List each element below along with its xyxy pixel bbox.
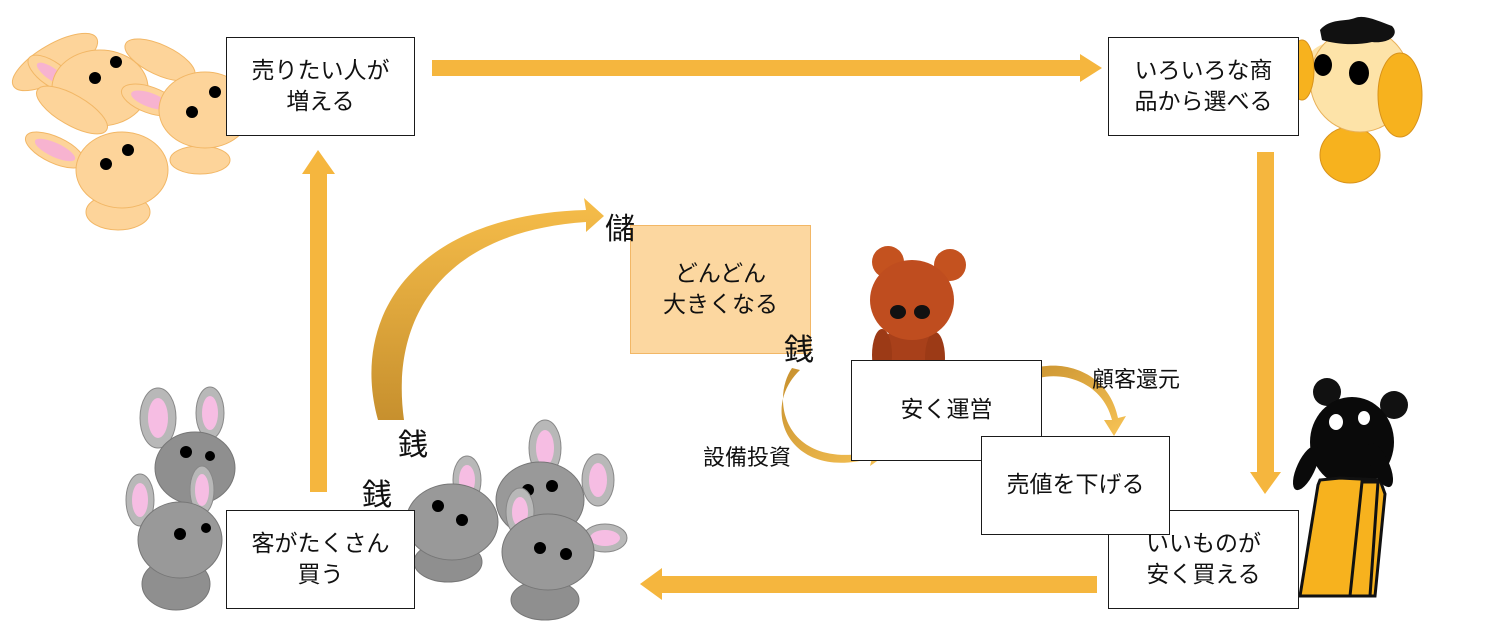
mouse-group-right (405, 419, 628, 621)
label-money-1: 銭 (784, 333, 814, 368)
curved-arrow-return (1010, 365, 1126, 436)
mouse-icon (501, 487, 628, 621)
rabbit-icon (11, 32, 149, 127)
rabbit-icon (24, 85, 169, 231)
mouse-group-left (125, 386, 236, 611)
node-many-products: いろいろな商 品から選べる (1108, 37, 1299, 136)
curved-arrow-profit (371, 198, 604, 420)
node-grow-bigger: どんどん 大きくなる (630, 225, 811, 354)
label-money-2: 銭 (398, 428, 428, 463)
label-profit: 儲 (605, 212, 635, 247)
arrow-right-down (1250, 152, 1281, 494)
arrow-bottom-left (640, 568, 1097, 600)
yellow-character-icon (1289, 16, 1423, 184)
rabbit-group (11, 32, 252, 231)
node-sellers-increase: 売りたい人が 増える (226, 37, 415, 136)
label-capital-investment: 設備投資 (703, 446, 792, 471)
node-customers-buy: 客がたくさん 買う (226, 510, 415, 609)
mouse-icon (125, 465, 223, 611)
arrow-top-right (432, 54, 1102, 82)
mouse-icon (405, 455, 499, 583)
mouse-icon (139, 386, 236, 505)
label-customer-return: 顧客還元 (1092, 368, 1181, 393)
node-lower-price: 売値を下げる (981, 436, 1170, 535)
arrow-left-up (302, 150, 335, 492)
label-money-3: 銭 (362, 478, 392, 513)
black-bear-icon (1292, 378, 1408, 598)
node-cheap-good: いいものが 安く買える (1108, 510, 1299, 609)
